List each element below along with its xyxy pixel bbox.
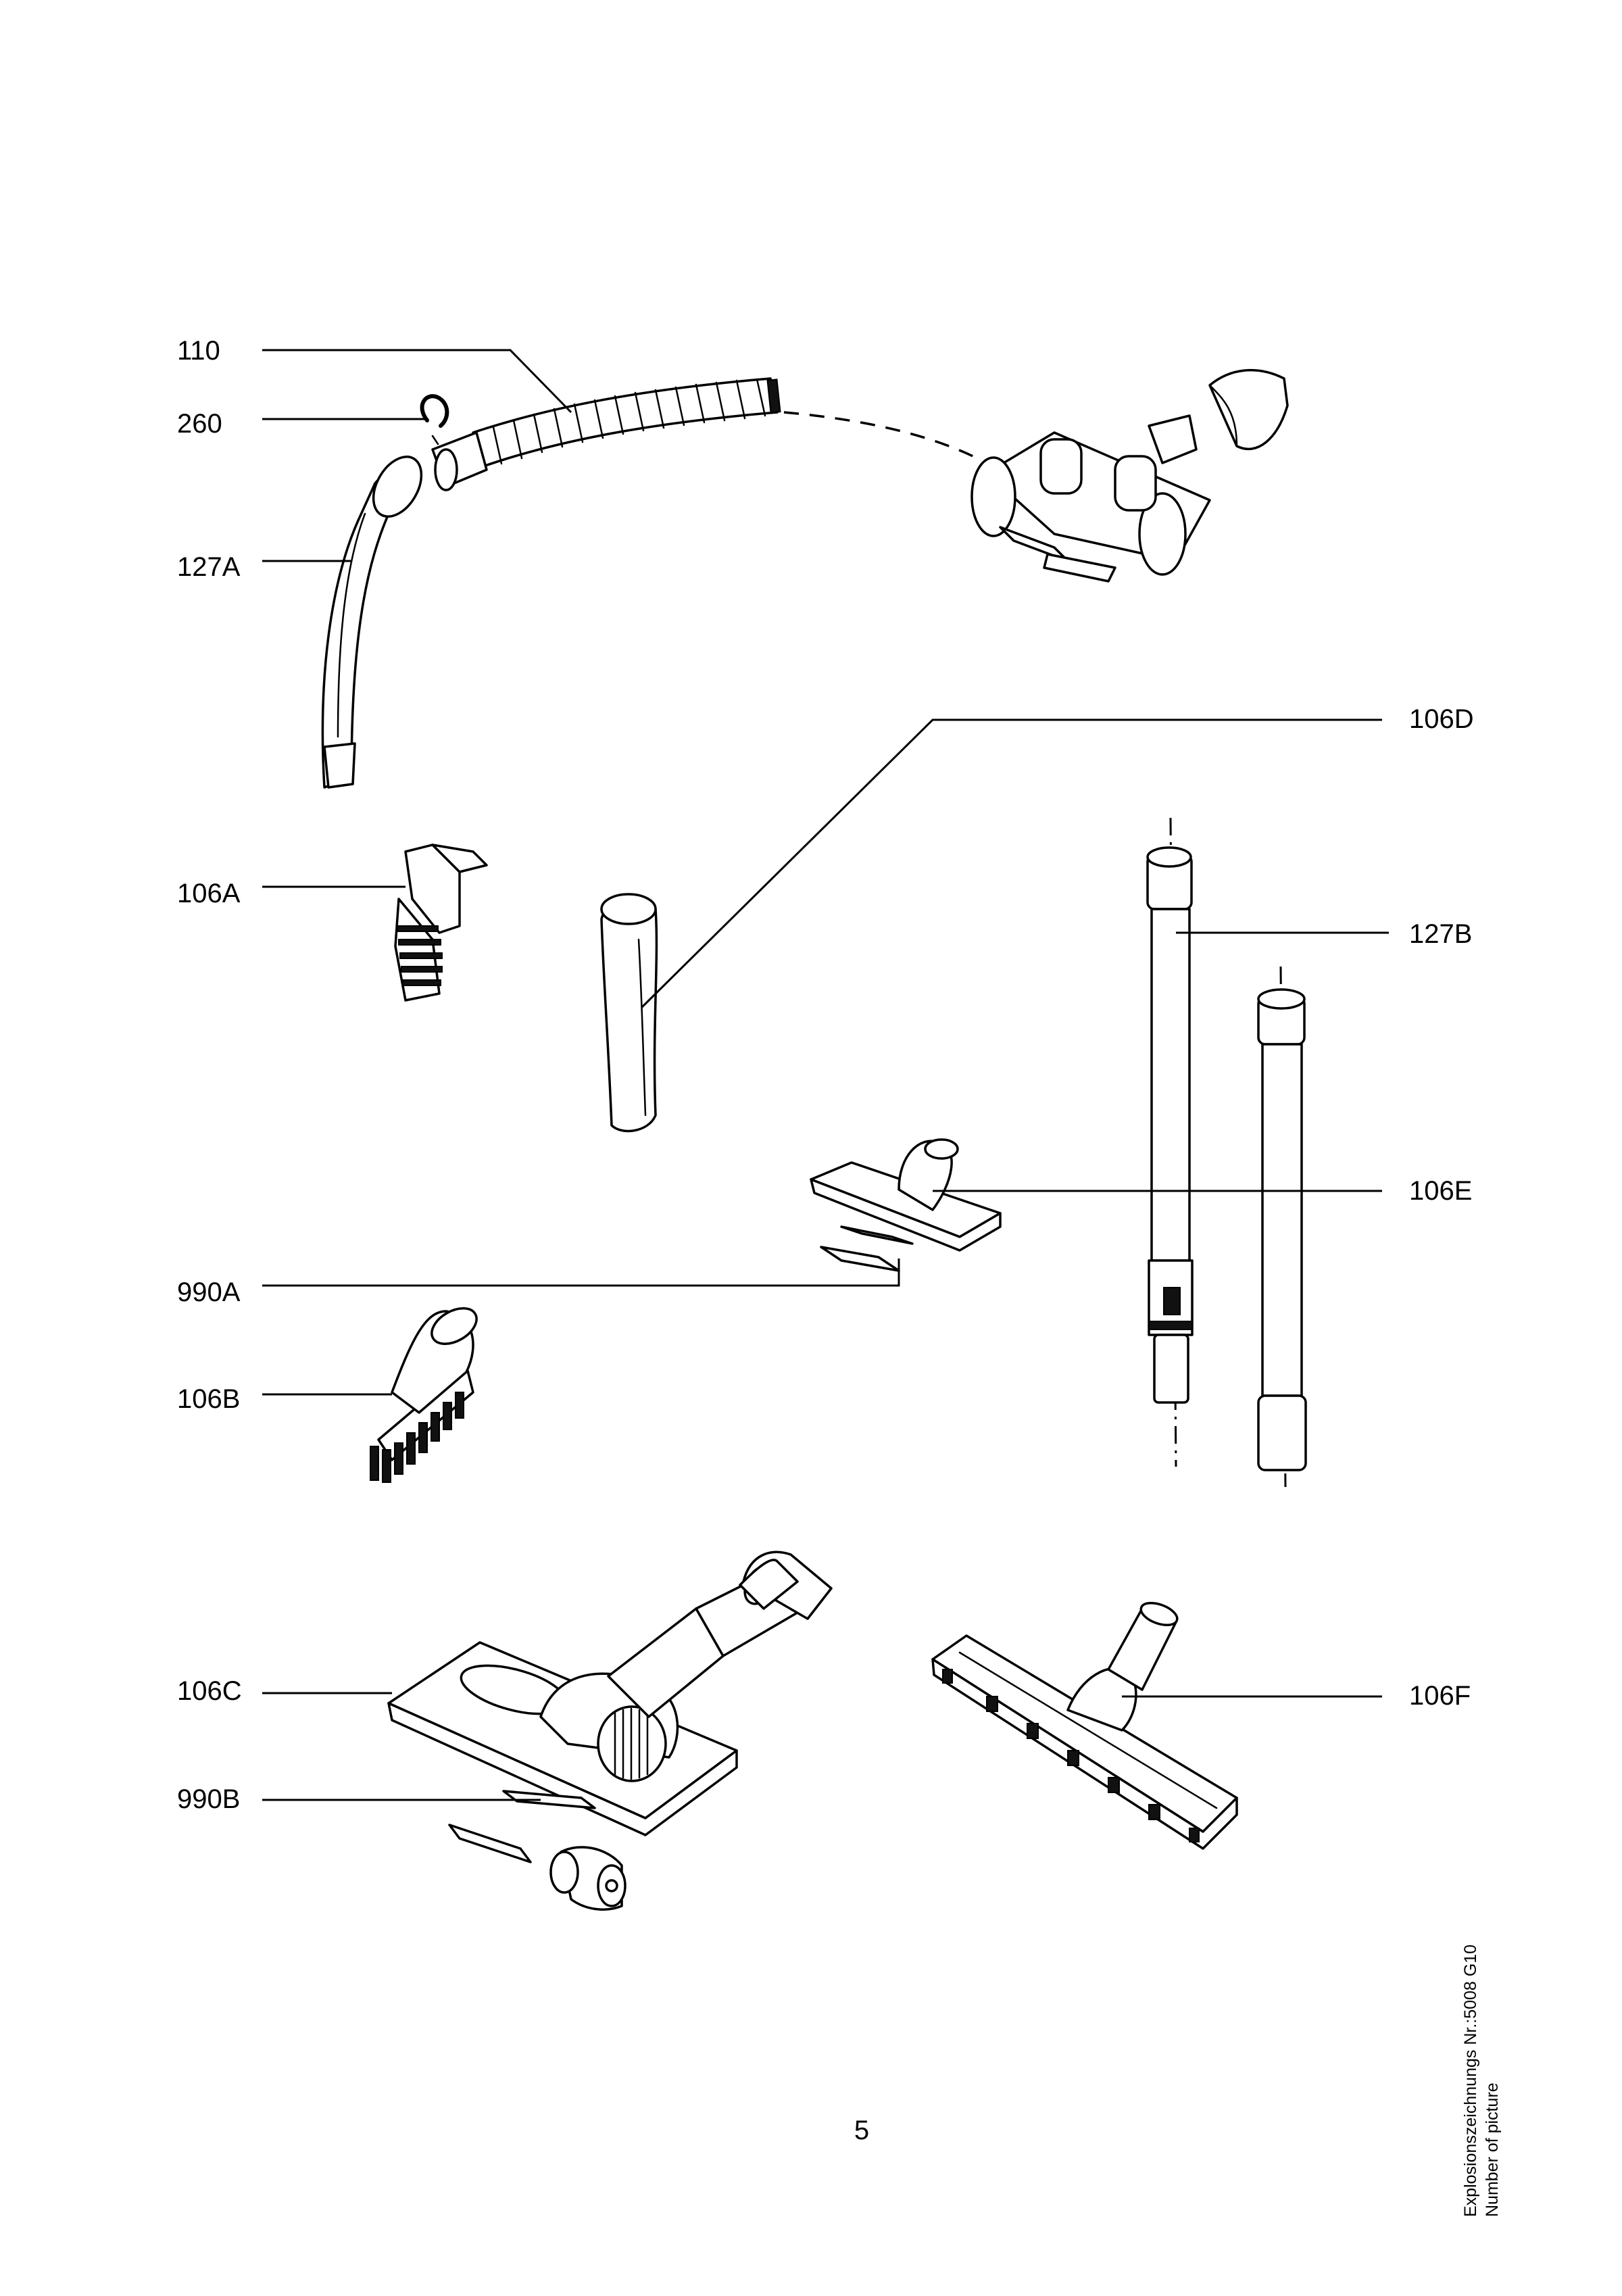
leader-110 (262, 349, 572, 414)
strips-990B (448, 1790, 596, 1863)
label-106A: 106A (177, 879, 241, 908)
page-number: 5 (854, 2116, 870, 2145)
nozzle-106A (394, 844, 488, 1002)
leader-106D (641, 718, 1382, 1008)
tube-straight (1257, 966, 1307, 1488)
label-127B: 127B (1409, 919, 1472, 949)
hose-connection-path (783, 411, 981, 461)
hose-110 (431, 377, 781, 491)
nozzle-106C (387, 1550, 833, 1836)
tube-127B (1146, 817, 1194, 1467)
label-106F: 106F (1409, 1681, 1471, 1711)
tool-holder (970, 368, 1289, 583)
label-990B: 990B (177, 1784, 240, 1814)
brush-106B (370, 1307, 478, 1483)
leader-lines (262, 349, 1389, 1801)
picture-number-caption: Explosionszeichnungs Nr.:5008 G10 Number… (1460, 1744, 1527, 2217)
clip-260 (420, 394, 449, 445)
label-106E: 106E (1409, 1176, 1472, 1206)
roller-part (549, 1846, 626, 1911)
leader-990A (262, 1259, 900, 1287)
label-127A: 127A (177, 552, 241, 582)
handle-127A (321, 456, 423, 789)
nozzle-106F (931, 1601, 1238, 1850)
crevice-tool-106D (600, 893, 658, 1133)
nozzle-106E (810, 1138, 1002, 1252)
label-110: 110 (177, 336, 220, 366)
label-106D: 106D (1409, 704, 1474, 734)
label-990A: 990A (177, 1277, 241, 1307)
label-106B: 106B (177, 1384, 240, 1414)
caption-line-2: Number of picture (1483, 2082, 1502, 2217)
caption-line-1: Explosionszeichnungs Nr.:5008 G10 (1461, 1944, 1480, 2217)
label-106C: 106C (177, 1676, 242, 1706)
label-260: 260 (177, 409, 222, 439)
